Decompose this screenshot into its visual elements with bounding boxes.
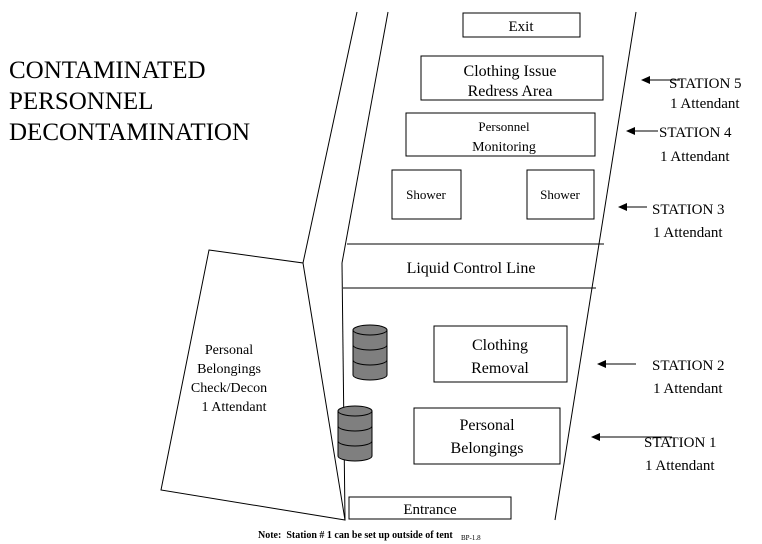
page-code: BP-1.8: [461, 534, 481, 542]
station-3: STATION 3 1 Attendant: [618, 202, 725, 241]
entrance-label: Entrance: [403, 502, 457, 518]
shower-right-label: Shower: [540, 187, 580, 202]
arrowhead-icon: [641, 76, 650, 84]
station-5: STATION 5 1 Attendant: [641, 76, 742, 112]
shower-right-box: [526, 169, 595, 220]
arrowhead-icon: [591, 433, 600, 441]
station-2: STATION 2 1 Attendant: [597, 358, 725, 397]
station-2-name: STATION 2: [652, 358, 725, 374]
personal-belongings-line-2: Belongings: [451, 440, 524, 457]
corridor-left-wall-upper: [302, 11, 358, 264]
shower-left-box: [391, 169, 462, 220]
station-2-attendant: 1 Attendant: [653, 381, 723, 397]
clothing-issue-box: [420, 55, 604, 101]
barrel-icon: [337, 405, 373, 462]
personal-belongings-box: [413, 407, 561, 465]
belongings-check-area: [160, 249, 346, 521]
personnel-monitoring-line-2: Monitoring: [472, 140, 536, 155]
station-4: STATION 4 1 Attendant: [626, 125, 732, 165]
clothing-removal-line-2: Removal: [471, 360, 529, 377]
station-3-attendant: 1 Attendant: [653, 225, 723, 241]
arrowhead-icon: [618, 203, 627, 211]
arrowhead-icon: [626, 127, 635, 135]
liquid-control-line-label: Liquid Control Line: [407, 260, 536, 277]
arrowhead-icon: [597, 360, 606, 368]
title-line-2: PERSONNEL: [9, 88, 153, 115]
entrance-box: [348, 496, 512, 520]
side-area-line-4: 1 Attendant: [202, 400, 267, 415]
tent-corridor: [302, 11, 637, 521]
corridor-inner-wall-lower: [341, 262, 346, 521]
station-5-attendant: 1 Attendant: [670, 96, 740, 112]
corridor-right-wall: [554, 11, 637, 521]
footer-note: Note: Station # 1 can be set up outside …: [258, 530, 453, 541]
corridor-inner-wall: [341, 11, 389, 264]
clothing-removal-box: [433, 325, 568, 383]
clothing-removal-line-1: Clothing: [472, 337, 528, 354]
station-1-name: STATION 1: [644, 435, 717, 451]
side-area-line-2: Belongings: [197, 362, 261, 377]
exit-label: Exit: [509, 19, 535, 35]
clothing-issue-line-1: Clothing Issue: [464, 63, 557, 80]
station-1-attendant: 1 Attendant: [645, 458, 715, 474]
side-area-line-3: Check/Decon: [191, 381, 267, 396]
clothing-issue-line-2: Redress Area: [468, 83, 553, 100]
title-line-3: DECONTAMINATION: [9, 119, 250, 146]
station-5-name: STATION 5: [669, 76, 742, 92]
personnel-monitoring-line-1: Personnel: [478, 119, 530, 134]
shower-left-label: Shower: [406, 187, 446, 202]
personal-belongings-line-1: Personal: [459, 417, 515, 434]
station-3-name: STATION 3: [652, 202, 725, 218]
barrel-icon: [352, 324, 388, 381]
diagram-title: CONTAMINATED PERSONNEL DECONTAMINATION: [9, 57, 250, 146]
exit-box: [462, 12, 581, 38]
station-1: STATION 1 1 Attendant: [591, 433, 717, 474]
belongings-check-label: Personal Belongings Check/Decon 1 Attend…: [191, 343, 267, 415]
title-line-1: CONTAMINATED: [9, 57, 206, 84]
station-4-name: STATION 4: [659, 125, 732, 141]
station-4-attendant: 1 Attendant: [660, 149, 730, 165]
personnel-monitoring-box: [405, 112, 596, 157]
side-area-line-1: Personal: [205, 343, 253, 358]
